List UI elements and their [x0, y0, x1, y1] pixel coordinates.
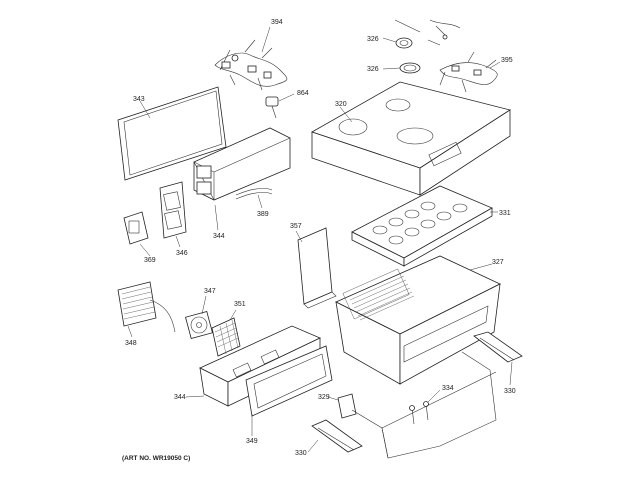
label-320: 320 [335, 101, 347, 108]
label-357: 357 [290, 223, 302, 230]
label-329: 329 [318, 394, 330, 401]
label-369: 369 [144, 257, 156, 264]
part-326-upper[interactable] [382, 19, 461, 49]
bracket-329[interactable] [327, 393, 357, 419]
label-864: 864 [297, 90, 309, 97]
label-326-upper: 326 [367, 36, 379, 43]
mesh-351[interactable] [211, 309, 241, 357]
label-394: 394 [271, 19, 283, 26]
wire-harness-394[interactable] [214, 26, 288, 91]
label-327: 327 [492, 259, 504, 266]
bracket-369[interactable] [123, 211, 151, 257]
rail-330-left[interactable] [307, 419, 363, 453]
panel-343[interactable] [117, 86, 227, 181]
part-326-lower[interactable] [382, 62, 421, 74]
cover-assembly-320[interactable] [311, 81, 511, 196]
label-344-lower: 344 [174, 394, 186, 401]
label-331: 331 [499, 210, 511, 217]
label-346: 346 [176, 250, 188, 257]
label-348: 348 [125, 340, 137, 347]
tube-389[interactable] [235, 188, 273, 209]
rail-330-right[interactable] [473, 331, 523, 386]
art-number: (ART NO. WR19050 C) [122, 455, 190, 462]
panel-346[interactable] [159, 181, 187, 248]
label-344-upper: 344 [213, 233, 225, 240]
sensor-864[interactable] [265, 93, 295, 119]
label-334: 334 [442, 385, 454, 392]
label-330-left: 330 [295, 450, 307, 457]
callout-labels: 394 326 326 395 343 864 320 389 331 344 … [125, 19, 516, 457]
label-347: 347 [204, 288, 216, 295]
ice-bucket-327[interactable] [335, 255, 501, 385]
frame-349[interactable] [245, 345, 333, 436]
label-395: 395 [501, 57, 513, 64]
ice-tray-331[interactable] [351, 185, 498, 267]
label-351: 351 [234, 301, 246, 308]
screws-334[interactable] [409, 389, 441, 425]
wire-harness-395[interactable] [439, 51, 501, 93]
label-330-right: 330 [504, 388, 516, 395]
panel-357[interactable] [295, 227, 337, 309]
support-frame [351, 351, 497, 459]
label-389: 389 [257, 211, 269, 218]
fan-347[interactable] [185, 295, 213, 339]
label-349: 349 [246, 438, 258, 445]
grille-348[interactable] [117, 281, 176, 338]
label-326-lower: 326 [367, 66, 379, 73]
label-343: 343 [133, 96, 145, 103]
air-duct-344[interactable] [193, 127, 291, 231]
